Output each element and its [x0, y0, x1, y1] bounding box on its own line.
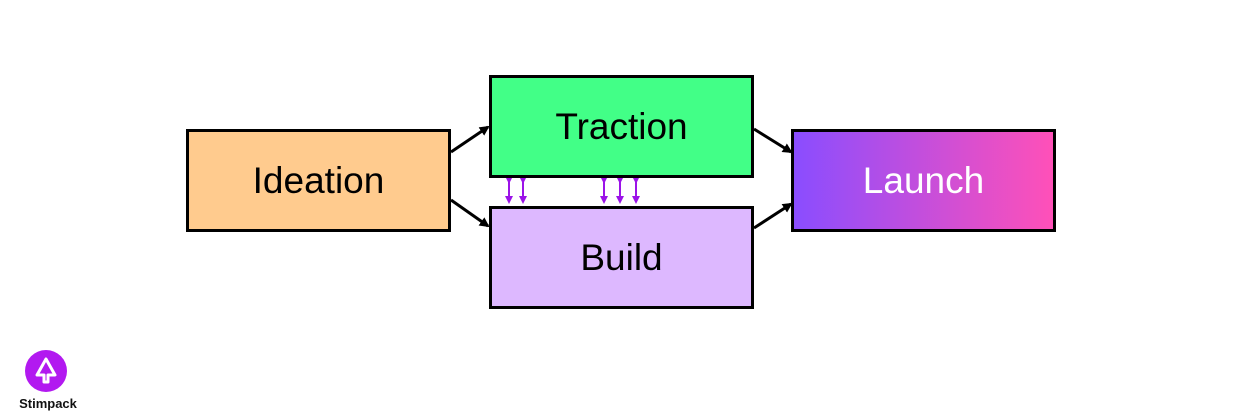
brand-logo: Stimpack: [12, 348, 84, 416]
arrow-traction-to-launch: [753, 127, 793, 154]
stage-ideation-label: Ideation: [252, 159, 385, 201]
stage-traction: Traction: [489, 75, 754, 178]
stage-build: Build: [489, 206, 754, 309]
arrow-ideation-to-build: [450, 198, 490, 228]
arrow-build-to-launch: [753, 202, 793, 230]
stage-traction-label: Traction: [555, 105, 688, 147]
arrow-ideation-to-traction: [450, 125, 490, 154]
stage-build-label: Build: [580, 236, 663, 278]
stage-launch-label: Launch: [862, 159, 985, 201]
stage-ideation: Ideation: [186, 129, 451, 232]
sync-arrows-group: [505, 176, 640, 204]
stimpack-logo-icon: [25, 350, 67, 392]
stage-launch: Launch: [791, 129, 1056, 232]
brand-name: Stimpack: [19, 396, 77, 411]
